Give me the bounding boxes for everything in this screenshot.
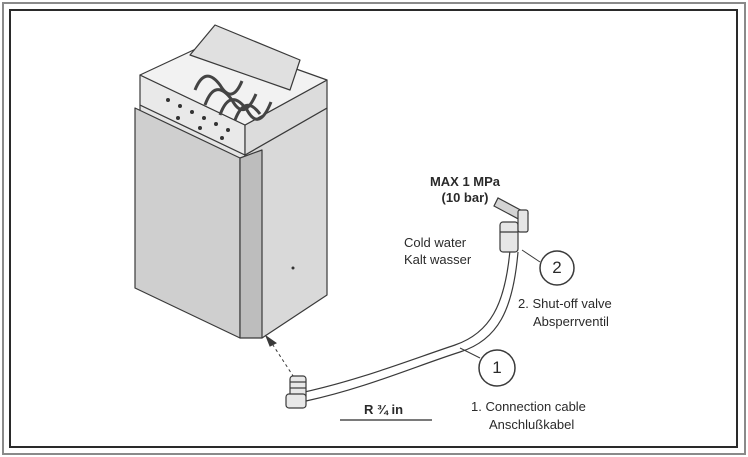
thread-size-label: R ¾ in	[364, 402, 404, 417]
cold-water-label-line1: Cold water	[404, 235, 467, 250]
heating-elements	[193, 74, 273, 121]
pressure-label-line2: (10 bar)	[441, 190, 489, 205]
connection-hose	[299, 249, 519, 402]
valve-label-line1: 2. Shut-off valve	[518, 296, 612, 311]
vent-holes	[166, 98, 230, 140]
leader-valve	[521, 249, 541, 263]
inner-frame	[9, 9, 738, 448]
shut-off-valve	[493, 197, 529, 253]
unit-hood	[189, 24, 301, 91]
cable-label-line1: 1. Connection cable	[471, 399, 586, 414]
cable-label-line2: Anschlußkabel	[489, 417, 575, 432]
leader-cable	[459, 347, 481, 359]
callout-circle-2	[539, 250, 575, 286]
unit-door-edge	[239, 149, 263, 339]
steam-generator-unit	[134, 24, 328, 339]
inlet-arrow	[264, 334, 298, 383]
unit-top-rim	[139, 39, 328, 126]
callout-circle-1	[478, 349, 516, 387]
inlet-fitting	[285, 375, 307, 409]
pressure-label-line1: MAX 1 MPa	[429, 174, 501, 189]
valve-label-line2: Absperrventil	[533, 314, 609, 329]
cable-number: 1	[492, 358, 502, 377]
valve-number: 2	[552, 258, 562, 277]
cold-water-label-line2: Kalt wasser	[404, 252, 472, 267]
